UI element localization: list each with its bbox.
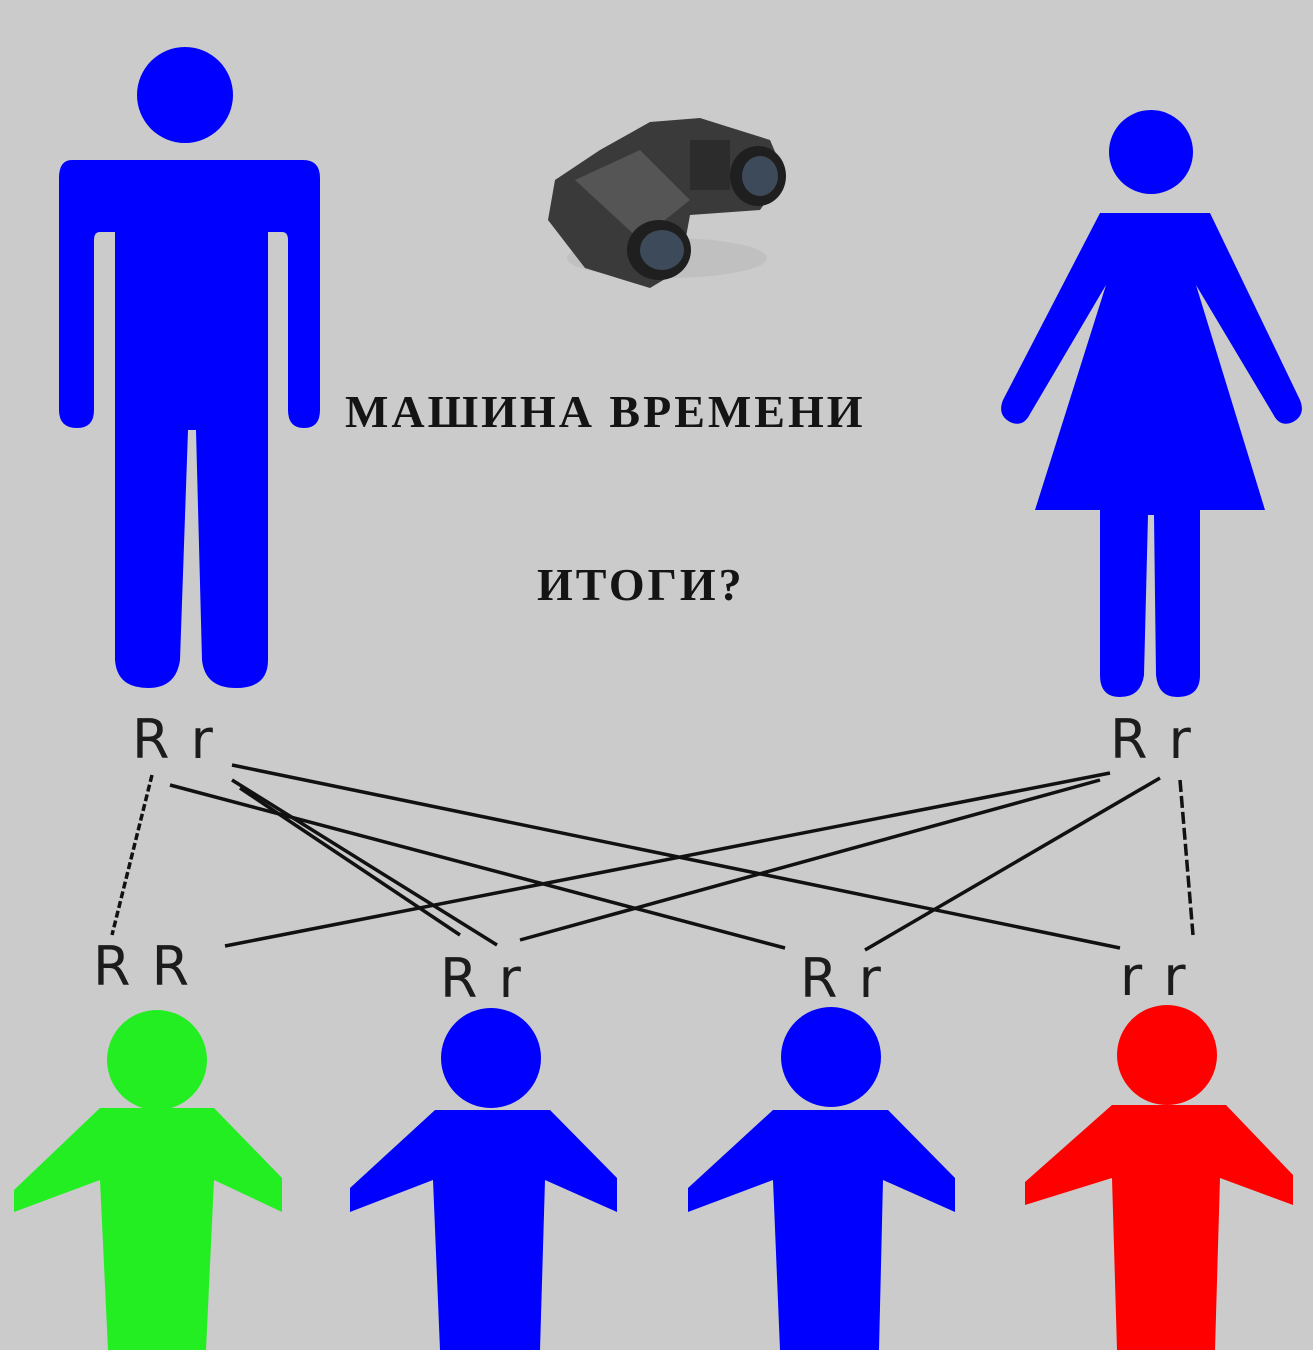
child-4-genotype: r r	[1120, 945, 1188, 1008]
child-icon	[1025, 1005, 1293, 1350]
child-1-genotype: R R	[93, 935, 192, 998]
line-fatherr-child2	[231, 778, 498, 947]
page-title: МАШИНА ВРЕМЕНИ	[345, 386, 866, 437]
line-motherR-child1	[224, 771, 1111, 948]
child-icon	[688, 1007, 955, 1350]
child-icon	[350, 1008, 617, 1350]
child-4-figure	[1025, 1005, 1293, 1350]
mother-figure	[1001, 110, 1302, 697]
man-icon	[59, 47, 320, 688]
child-2-figure	[350, 1008, 617, 1350]
father-genotype: R r	[132, 708, 215, 771]
line-motherr-child4	[1178, 779, 1195, 936]
page-subtitle: ИТОГИ?	[537, 559, 745, 610]
father-figure	[59, 47, 320, 688]
mother-genotype: R r	[1110, 708, 1193, 771]
woman-icon	[1001, 110, 1302, 697]
line-fatherR-child3	[169, 783, 786, 950]
child-3-figure	[688, 1007, 955, 1350]
line-motherR-child2	[519, 778, 1101, 942]
child-2-genotype: R r	[440, 947, 523, 1010]
child-icon	[14, 1010, 282, 1350]
binoculars-icon	[548, 118, 786, 288]
line-fatherR-child2-extra	[239, 786, 461, 937]
line-fatherR-child1	[110, 774, 154, 936]
child-3-genotype: R r	[800, 947, 883, 1010]
inheritance-lines	[110, 763, 1195, 952]
line-motherr-child3	[864, 776, 1161, 952]
child-1-figure	[14, 1010, 282, 1350]
